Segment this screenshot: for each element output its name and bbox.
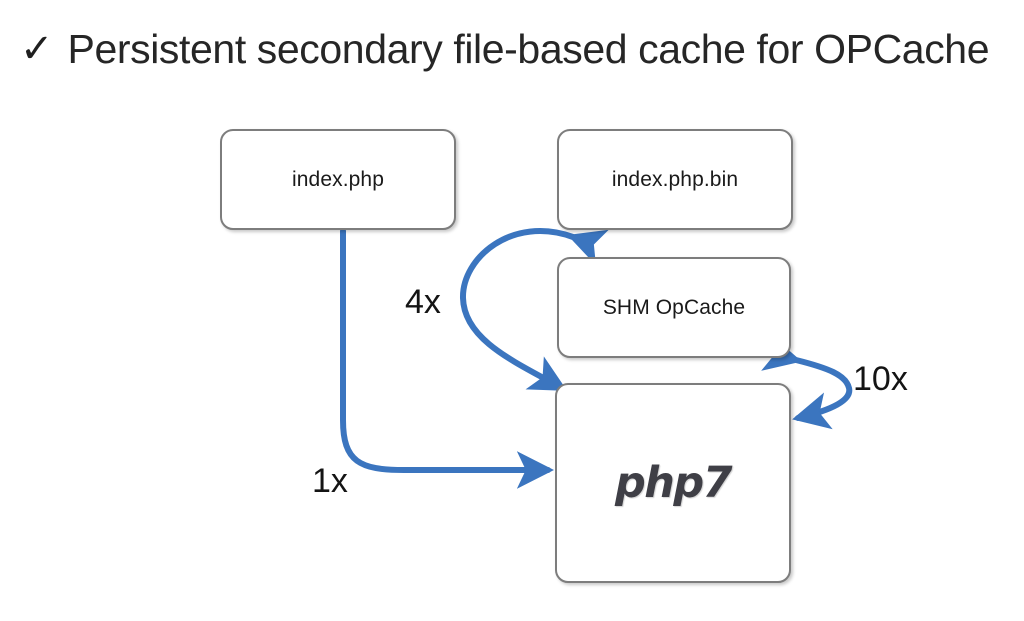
node-shm-opcache[interactable]: SHM OpCache <box>557 257 791 358</box>
node-index-php-bin[interactable]: index.php.bin <box>557 129 793 230</box>
check-mark-icon: ✓ <box>20 26 54 72</box>
node-index-php-bin-label: index.php.bin <box>611 167 739 191</box>
edge-1x-path <box>340 228 555 489</box>
php7-logo: php7 <box>614 458 733 508</box>
slide-title-row: ✓ Persistent secondary file-based cache … <box>20 18 1010 80</box>
node-index-php[interactable]: index.php <box>220 129 456 230</box>
node-index-php-label: index.php <box>292 167 384 191</box>
edge-label-1x: 1x <box>312 462 348 500</box>
edge-label-10x: 10x <box>853 360 908 398</box>
edge-10x-path <box>761 334 853 430</box>
node-php7[interactable]: php7 <box>555 383 791 583</box>
node-shm-opcache-label: SHM OpCache <box>602 295 746 319</box>
page-title: Persistent secondary file-based cache fo… <box>67 25 990 72</box>
edge-label-4x: 4x <box>405 283 441 321</box>
